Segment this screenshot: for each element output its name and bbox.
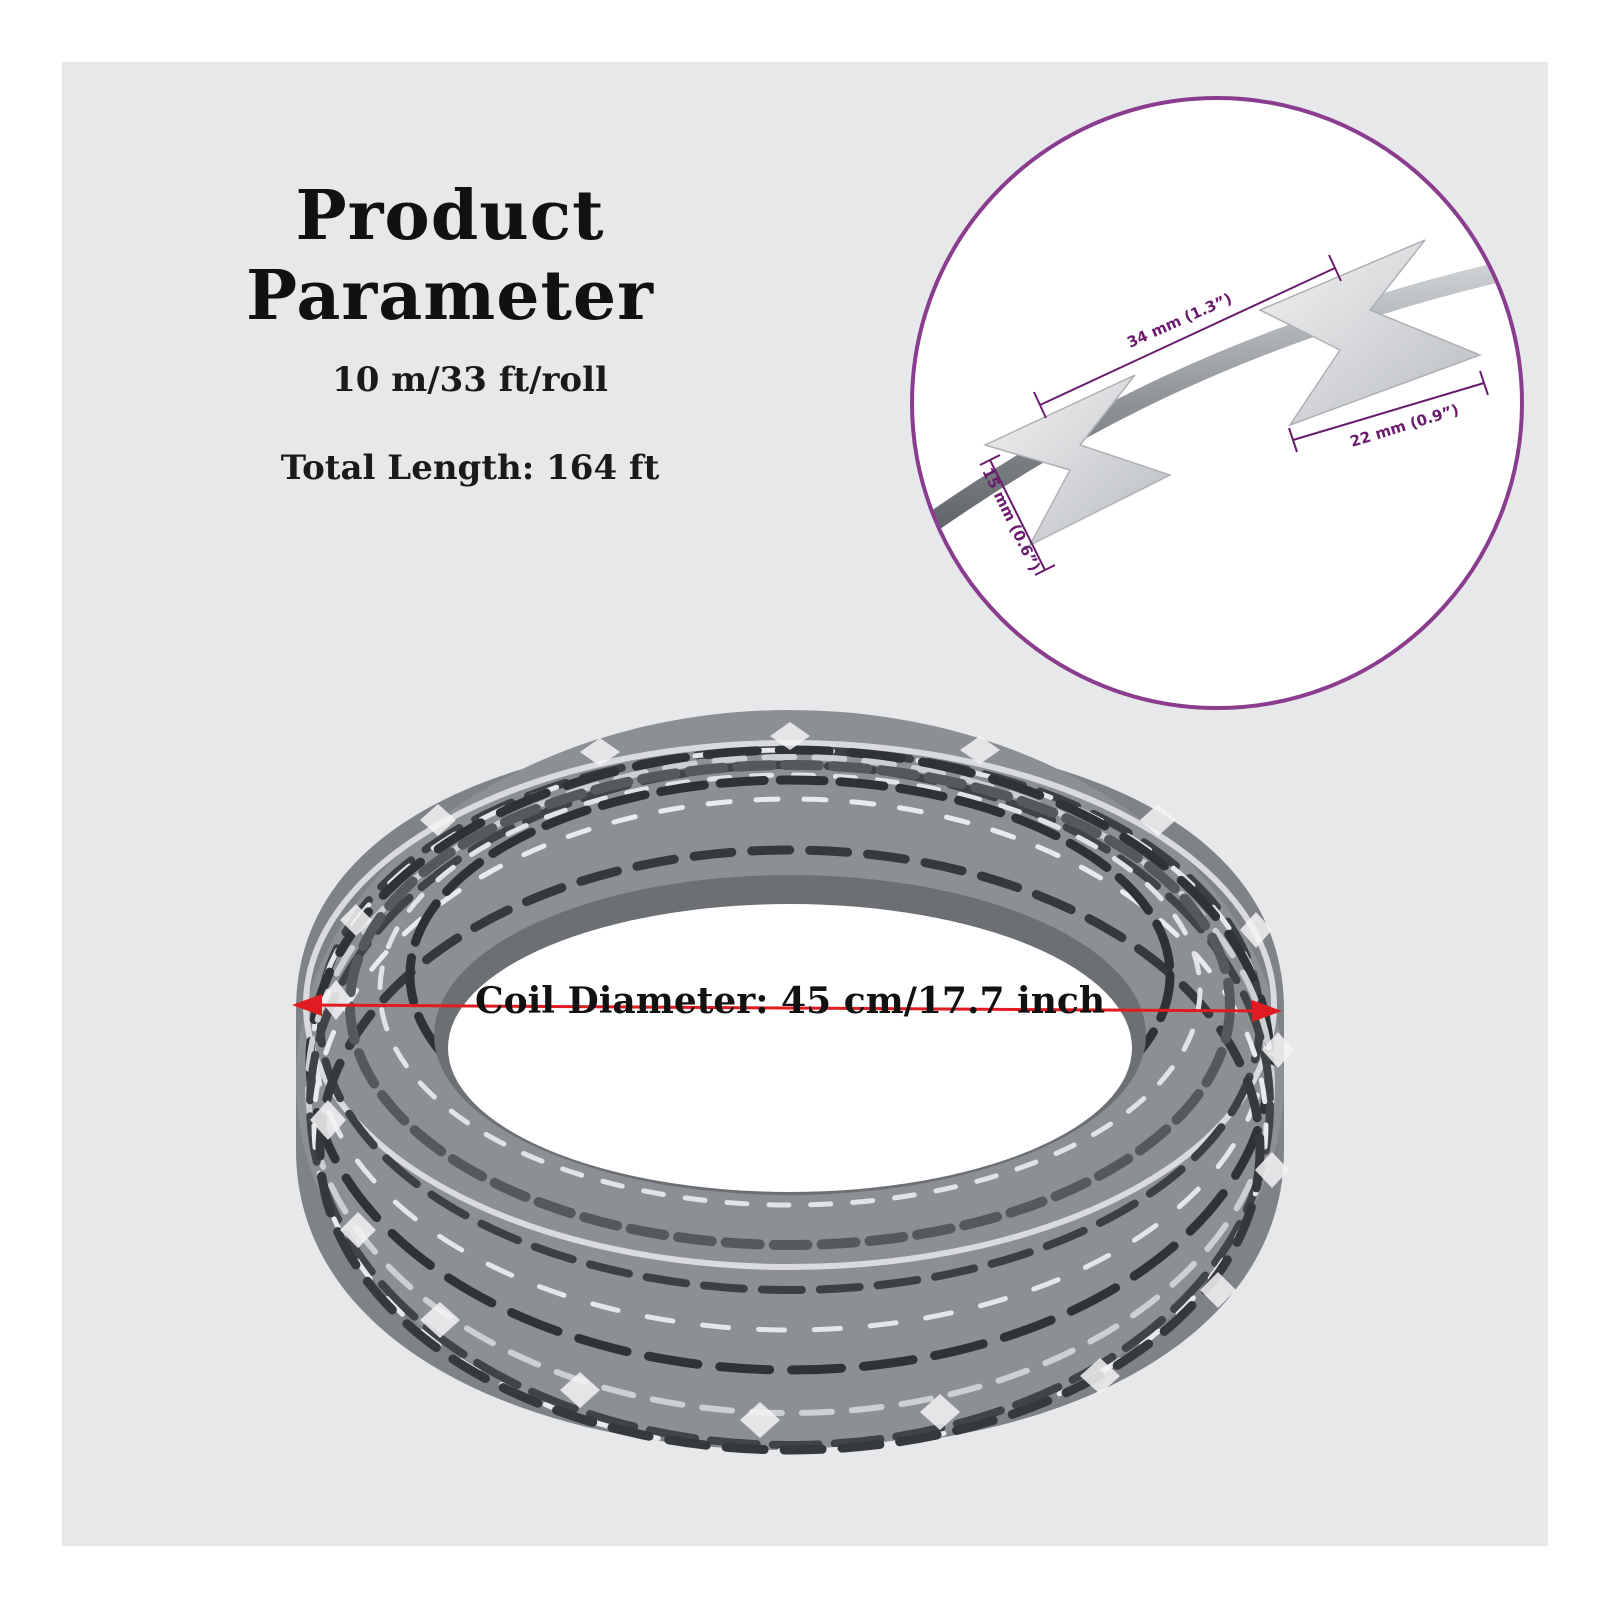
coil-diameter-label: Coil Diameter: 45 cm/17.7 inch: [474, 980, 1106, 1022]
spec-length-per-roll: 10 m/33 ft/roll: [332, 360, 608, 400]
diameter-arrow: [292, 994, 1282, 1022]
page-title: Product Parameter: [246, 176, 654, 336]
razor-wire-coil: [296, 710, 1294, 1455]
detail-inset: 34 mm (1.3”) 22 mm (0.9”) 15 mm (0.6”): [910, 96, 1524, 710]
inset-border: [910, 96, 1524, 710]
razor-blade: [982, 374, 1172, 547]
spec-total-length: Total Length: 164 ft: [280, 448, 660, 488]
razor-blade: [1258, 239, 1483, 427]
